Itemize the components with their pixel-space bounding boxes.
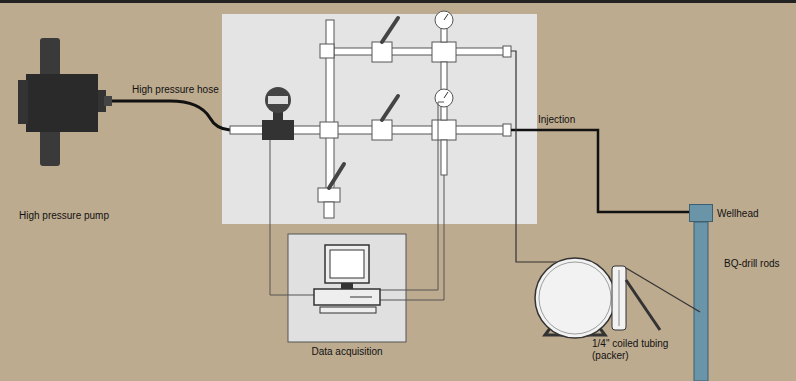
injection-label: Injection xyxy=(538,114,575,126)
wellhead-label: Wellhead xyxy=(717,208,759,220)
coil-reel xyxy=(535,258,700,338)
packer-line xyxy=(511,51,570,262)
valve-handles xyxy=(329,18,398,188)
injection-line xyxy=(511,130,690,212)
wellhead-box xyxy=(689,204,713,222)
computer xyxy=(314,245,380,313)
pump-node: High pressure pump xyxy=(4,38,124,198)
manifold-pipes xyxy=(230,11,511,218)
rods-label: BQ-drill rods xyxy=(724,258,784,270)
flowmeter xyxy=(262,87,294,140)
drill-rods xyxy=(694,222,708,381)
daq-node: Data acquisition xyxy=(288,234,406,362)
daq-panel xyxy=(288,234,406,342)
pump-label: High pressure pump xyxy=(19,210,109,222)
signal-wires xyxy=(270,102,444,300)
daq-label: Data acquisition xyxy=(311,346,382,358)
wellhead-node: Wellhead xyxy=(689,204,781,224)
pump xyxy=(18,38,112,166)
hose-label: High pressure hose xyxy=(132,84,219,96)
hose xyxy=(112,101,230,130)
tubing-label: 1/4" coiled tubing (packer) xyxy=(592,338,682,361)
manifold-panel xyxy=(222,14,537,224)
